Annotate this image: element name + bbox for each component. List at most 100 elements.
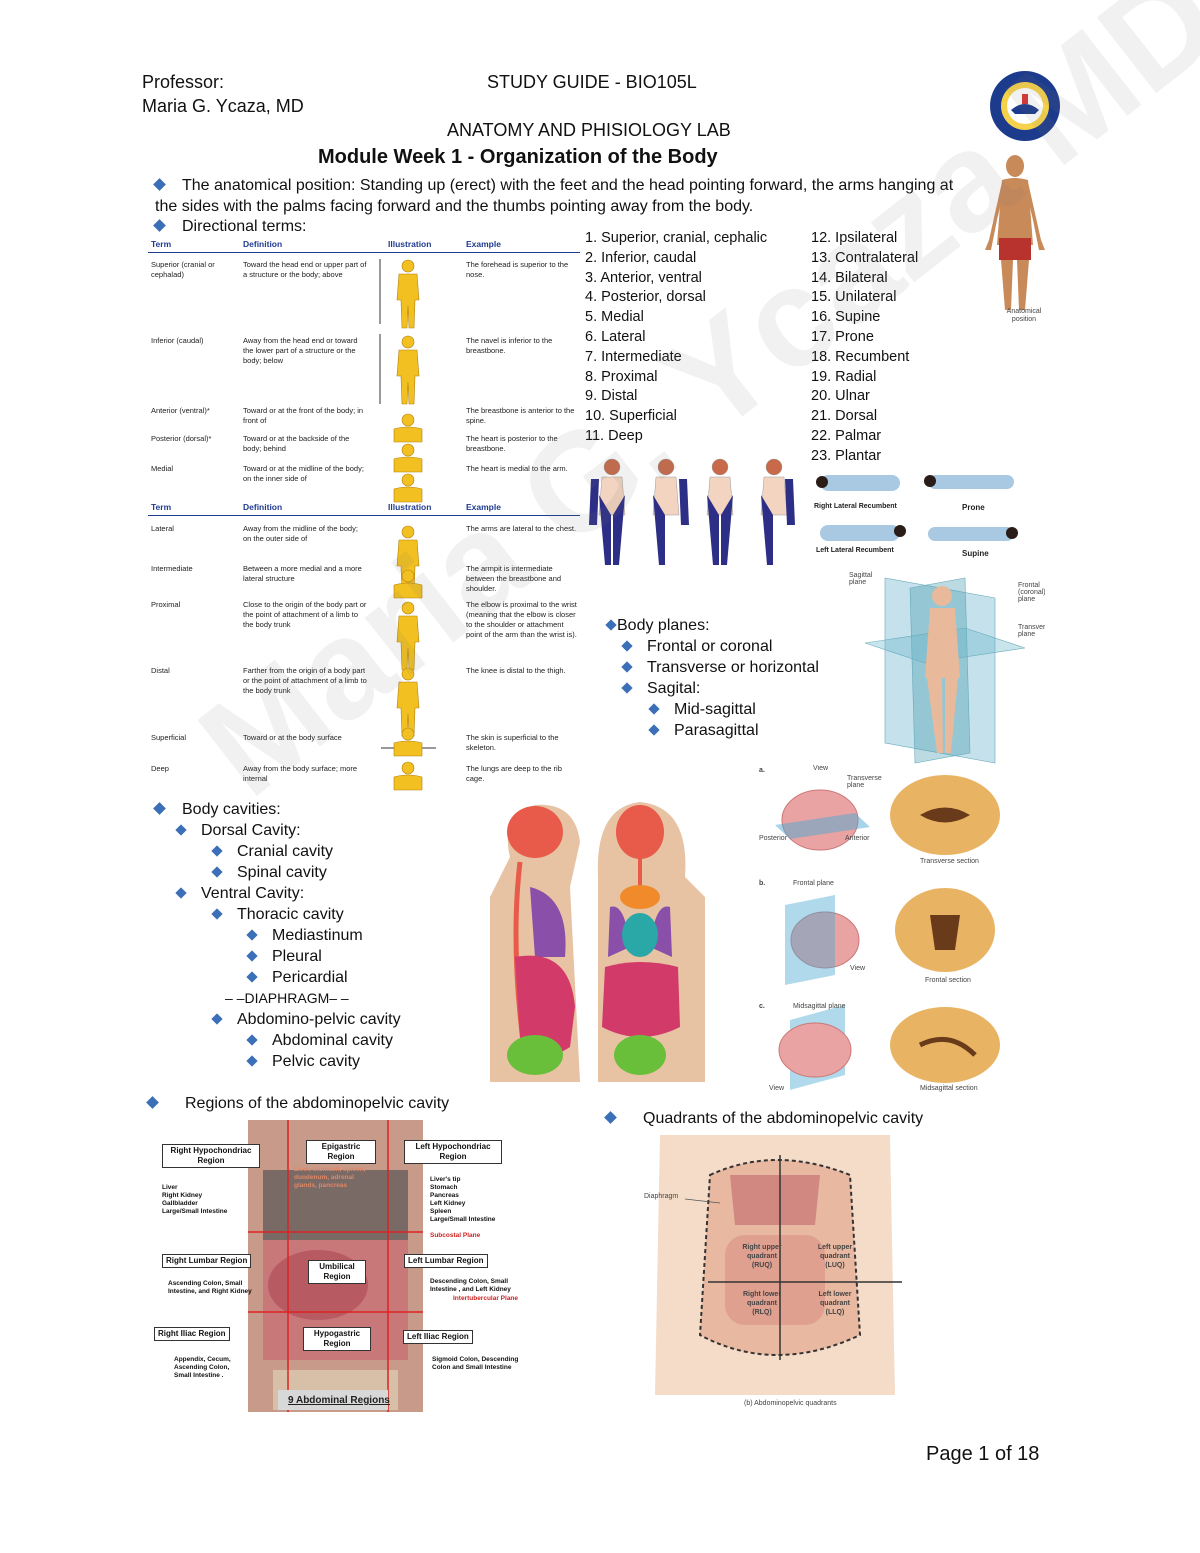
- table-row-definition: Toward or at the midline of the body; on…: [243, 464, 364, 483]
- table-row-term: Anterior (ventral)*: [151, 406, 210, 415]
- body-cavities-section: Body cavities: Dorsal Cavity: Cranial ca…: [153, 799, 401, 1072]
- recumbent-positions-figure: Right Lateral Recumbent Prone Left Later…: [812, 465, 1027, 565]
- anatomical-position-figure: Anatomical position: [975, 150, 1055, 335]
- table-row-example: The breastbone is anterior to the spine.: [466, 406, 575, 425]
- cavity-cranial: Cranial cavity: [237, 843, 334, 860]
- list-item: 12. Ipsilateral: [811, 230, 898, 246]
- list-item: Abdomino-pelvic cavity: [155, 1009, 401, 1030]
- list-item: Body cavities:: [153, 799, 401, 820]
- abdominal-quadrants-figure: Diaphragm Right upper quadrant (RUQ) Lef…: [640, 1135, 910, 1415]
- table-row-definition: Toward or at the front of the body; in f…: [243, 406, 364, 425]
- table-row-term: Superior (cranial or cephalad): [151, 260, 215, 279]
- table-row-example: The armpit is intermediate between the b…: [466, 564, 562, 593]
- list-item: Dorsal Cavity:: [155, 820, 401, 841]
- table-row-example: The knee is distal to the thigh.: [466, 666, 566, 675]
- table-row-definition: Away from the body surface; more interna…: [243, 764, 358, 783]
- luq-label: Left upper quadrant (LUQ): [817, 1244, 853, 1269]
- region-organs-rl: Ascending Colon, Small Intestine, and Ri…: [168, 1280, 252, 1295]
- table-row-definition: Toward or at the backside of the body; b…: [243, 434, 350, 453]
- list-item: 9. Distal: [585, 388, 638, 405]
- bullet-icon: [146, 1096, 159, 1109]
- table-row-example: The forehead is superior to the nose.: [466, 260, 569, 279]
- table-row-term: Distal: [151, 666, 170, 675]
- cavity-abdominal: Abdominal cavity: [272, 1032, 393, 1049]
- table-rule: [148, 515, 580, 516]
- sagittal-plane-label: Sagittal plane: [849, 572, 873, 586]
- bullet-icon: [246, 971, 258, 983]
- professor-label: Professor:: [142, 72, 225, 92]
- list-item: 15. Unilateral: [811, 289, 897, 306]
- table-header-definition: Definition: [243, 502, 283, 512]
- bullet-icon: [153, 219, 166, 232]
- cavity-pelvic: Pelvic cavity: [272, 1053, 361, 1070]
- anterior-label: Anterior: [845, 835, 870, 842]
- list-item: Sagital:: [607, 678, 819, 699]
- ruq-label: Right upper quadrant (RUQ): [742, 1244, 782, 1269]
- page-number: Page 1 of 18: [926, 1443, 1040, 1465]
- table-row-term: Posterior (dorsal)*: [151, 434, 212, 443]
- diaphragm-label: Diaphragm: [644, 1193, 679, 1200]
- table-row-example: The skin is superficial to the skeleton.: [466, 733, 559, 752]
- bullet-icon: [621, 661, 633, 673]
- table-row-definition: Away from the head end or toward the low…: [243, 336, 358, 365]
- transverse-plane-label: Transverse plane: [1018, 624, 1045, 638]
- bilateral-figures: [585, 455, 800, 570]
- quadrants-caption: (b) Abdominopelvic quadrants: [744, 1400, 837, 1407]
- list-item: Pericardial: [155, 967, 401, 988]
- table-row-term: Deep: [151, 764, 169, 773]
- terms-list-col1: 1. Superior, cranial, cephalic 2. Inferi…: [585, 229, 767, 447]
- table-header-example: Example: [466, 239, 501, 249]
- list-item: 5. Medial: [585, 309, 644, 326]
- body-cavities-figure: [490, 797, 715, 1087]
- table-row-term: Inferior (caudal): [151, 336, 204, 345]
- region-organs-lh: Liver's tip Stomach Pancreas Left Kidney…: [430, 1176, 496, 1223]
- brain-view-label: View: [769, 1085, 785, 1092]
- list-item: Abdominal cavity: [155, 1030, 401, 1051]
- cavity-pleural: Pleural: [272, 948, 322, 965]
- cavity-thoracic: Thoracic cavity: [237, 906, 344, 923]
- table-row-term: Proximal: [151, 600, 181, 609]
- bullet-icon: [211, 866, 223, 878]
- cavity-spinal: Spinal cavity: [237, 864, 327, 881]
- table-row-definition: Toward the head end or upper part of a s…: [243, 260, 367, 279]
- list-item: Thoracic cavity: [155, 904, 401, 925]
- region-label-ri: Right Iliac Region: [154, 1327, 230, 1341]
- list-item: 19. Radial: [811, 368, 877, 385]
- lab-title: ANATOMY AND PHISIOLOGY LAB: [447, 120, 731, 140]
- subcostal-plane-label: Subcostal Plane: [430, 1232, 481, 1239]
- table-row-term: Superficial: [151, 733, 187, 742]
- table-row-term: Medial: [151, 464, 174, 473]
- list-item: 1. Superior, cranial, cephalic: [585, 230, 768, 246]
- region-organs-rh: Liver Right Kidney Gallbladder Large/Sma…: [162, 1184, 228, 1215]
- brain-view-label: View: [813, 765, 829, 772]
- bullet-icon: [246, 1034, 258, 1046]
- recumbent-label: Supine: [962, 549, 989, 558]
- table-row-term: Intermediate: [151, 564, 193, 573]
- region-organs-ri: Appendix, Cecum, Ascending Colon, Small …: [174, 1356, 231, 1379]
- region-label-ll: Left Lumbar Region: [404, 1254, 488, 1268]
- diaphragm-divider: – –DIAPHRAGM– –: [225, 990, 349, 1006]
- list-item: 6. Lateral: [585, 328, 646, 345]
- list-item: 2. Inferior, caudal: [585, 249, 697, 266]
- list-item: Frontal or coronal: [607, 636, 819, 657]
- cavity-abdominopelvic: Abdomino-pelvic cavity: [237, 1011, 401, 1028]
- list-item: 14. Bilateral: [811, 269, 888, 286]
- cavities-title: Body cavities:: [182, 801, 281, 818]
- directional-terms-heading: Directional terms:: [153, 216, 307, 237]
- regions-title: Regions of the abdominopelvic cavity: [185, 1095, 450, 1112]
- cavity-ventral: Ventral Cavity:: [201, 885, 305, 902]
- plane-subitem: Parasagittal: [674, 722, 759, 739]
- table-row-example: The navel is inferior to the breastbone.: [466, 336, 553, 355]
- body-planes-figure: Sagittal plane Frontal (coronal) plane T…: [845, 568, 1045, 768]
- region-label-rl: Right Lumbar Region: [162, 1254, 252, 1268]
- abdominal-regions-figure: Right Hypochondriac Region Epigastric Re…: [148, 1120, 533, 1412]
- list-item: 13. Contralateral: [811, 249, 919, 266]
- recumbent-label: Prone: [962, 503, 985, 512]
- table-row-term: Lateral: [151, 524, 174, 533]
- frontal-section-label: Frontal section: [925, 977, 971, 984]
- midsagittal-plane-label: Midsagittal plane: [793, 1003, 846, 1010]
- bullet-icon: [246, 1055, 258, 1067]
- list-item: Ventral Cavity:: [155, 883, 401, 904]
- directional-terms-label: Directional terms:: [182, 218, 307, 235]
- list-item: 11. Deep: [585, 427, 643, 444]
